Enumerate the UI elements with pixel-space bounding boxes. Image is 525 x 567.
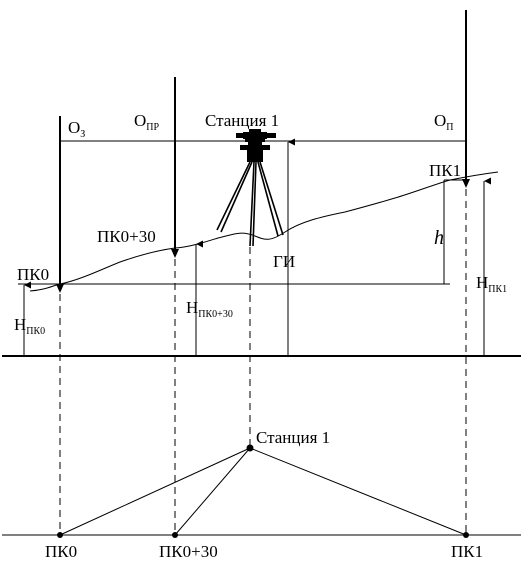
label-instrument-horizon: ГИ (273, 252, 295, 271)
label-pk0-plan: ПК0 (45, 542, 77, 561)
label-front-reading: ОП (434, 111, 454, 133)
rod-foot-pk0 (56, 284, 64, 293)
plan-sight-pk0-30 (174, 447, 251, 536)
plan-point-station (246, 444, 254, 452)
label-pk1-profile: ПК1 (429, 161, 461, 180)
level-instrument-icon (216, 129, 284, 247)
terrain-profile (29, 171, 499, 292)
label-elevation-pk1: НПК1 (476, 273, 507, 295)
label-back-reading: ОЗ (68, 118, 85, 140)
rod-foot-pk1 (462, 179, 470, 188)
plan-sight-pk0 (59, 447, 251, 536)
rod-foot-pk0-30 (171, 249, 179, 258)
plan-sight-pk1 (249, 447, 467, 536)
label-height-difference: h (434, 227, 444, 249)
plan-point-pk0-30 (172, 532, 178, 538)
label-pk1-plan: ПК1 (451, 542, 483, 561)
label-station-profile: Станция 1 (205, 111, 279, 130)
plan-point-pk1 (463, 532, 469, 538)
label-pk0-30-plan: ПК0+30 (159, 542, 218, 561)
label-elevation-pk0: НПК0 (14, 315, 45, 337)
label-elevation-pk0-30: НПК0+30 (186, 298, 233, 320)
label-pk0-30-profile: ПК0+30 (97, 227, 156, 246)
label-intermediate-reading: ОПР (134, 111, 160, 133)
plan-point-pk0 (57, 532, 63, 538)
label-station-plan: Станция 1 (256, 428, 330, 447)
label-pk0-profile: ПК0 (17, 265, 49, 284)
